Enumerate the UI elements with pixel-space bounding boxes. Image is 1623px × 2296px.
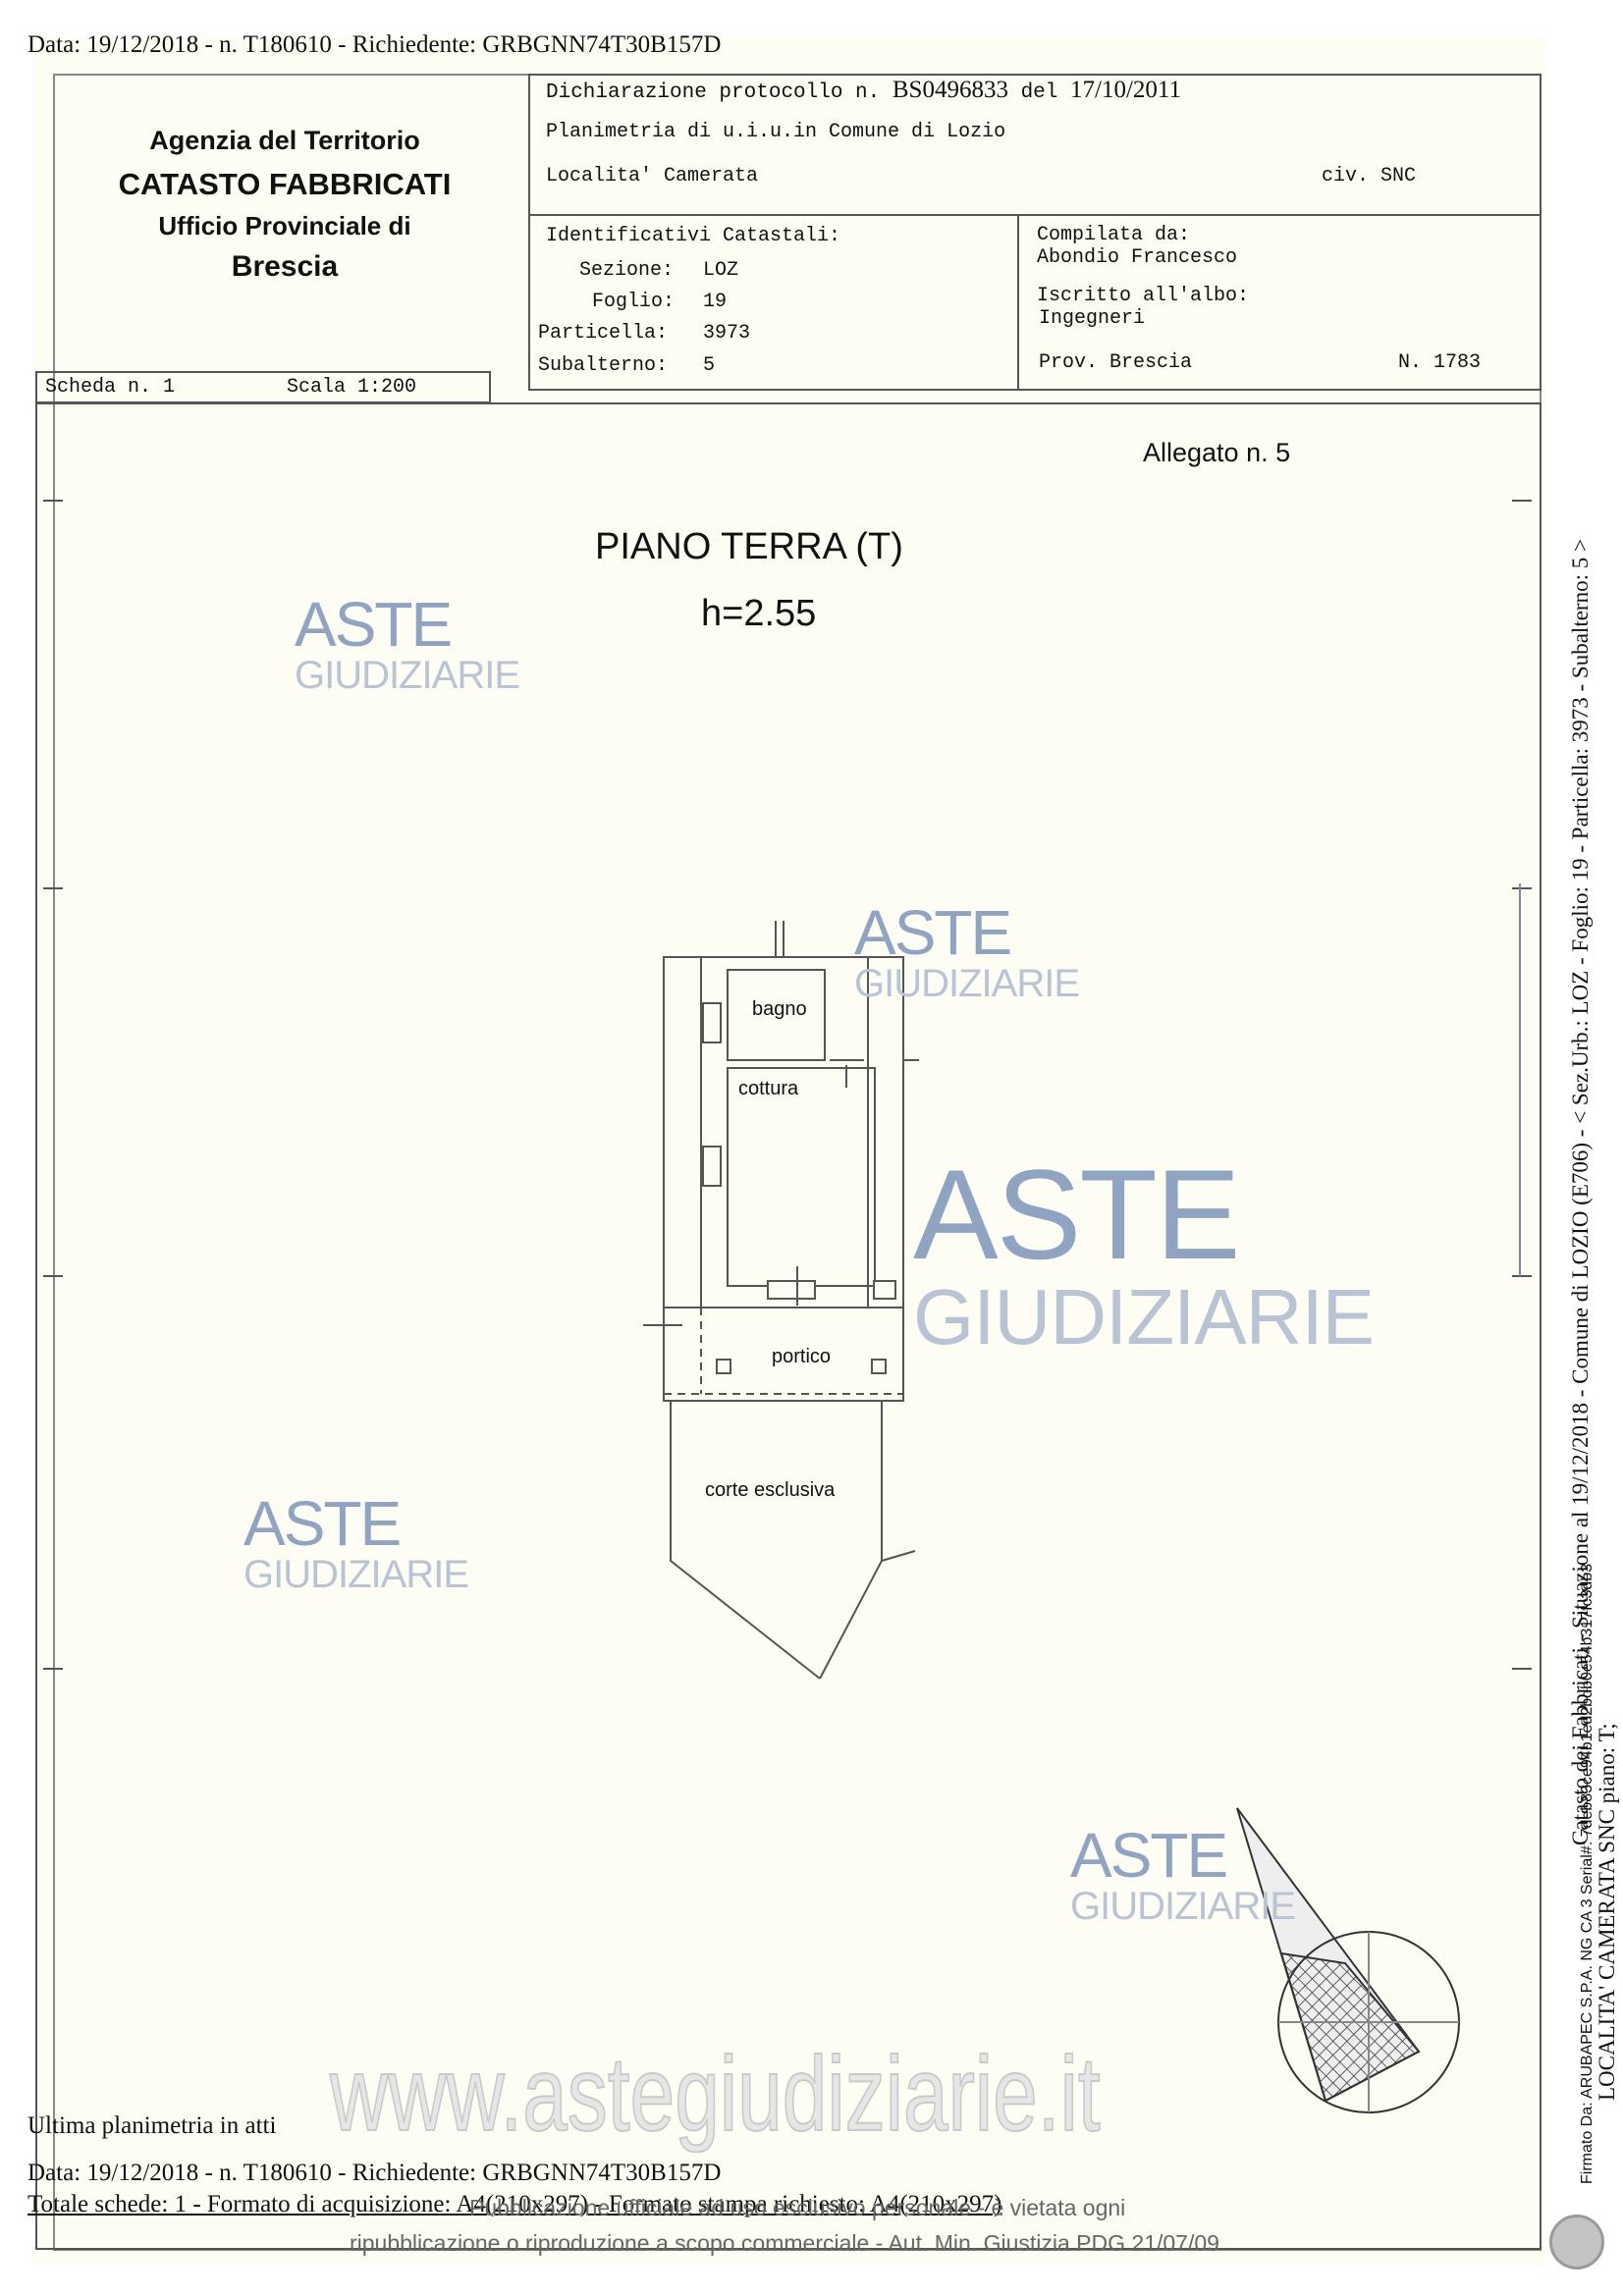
catasto-fabbricati-title: CATASTO FABBRICATI — [118, 167, 452, 201]
watermark-aste-text: ASTE — [243, 1488, 402, 1559]
footer-ultima: Ultima planimetria in atti — [27, 2112, 277, 2139]
room-cottura: cottura — [738, 1078, 799, 1099]
watermark-aste-text: ASTE — [854, 897, 1012, 968]
subalterno-value: 5 — [703, 354, 716, 377]
watermark-aste-text: ASTE — [1070, 1820, 1228, 1891]
watermark-aste-text: ASTE — [913, 1143, 1241, 1286]
protocol-number: BS0496833 — [892, 77, 1008, 103]
compiler-label: Compilata da: — [1037, 224, 1191, 246]
ufficio-provinciale: Ufficio Provinciale di — [158, 211, 411, 240]
watermark-aste-text: ASTE — [295, 589, 453, 660]
provincia: Brescia — [231, 250, 339, 283]
room-portico: portico — [772, 1346, 832, 1367]
footer-data-line: Data: 19/12/2018 - n. T180610 - Richiede… — [27, 2160, 722, 2186]
footer-publication-line-2: ripubblicazione o riproduzione a scopo c… — [350, 2230, 1219, 2256]
particella-label: Particella: — [538, 322, 669, 345]
north-arrow-icon — [1236, 1807, 1460, 2113]
civic-number: civ. SNC — [1322, 165, 1417, 187]
plan-title: PIANO TERRA (T) — [595, 526, 903, 567]
albo-label: Iscritto all'albo: — [1037, 285, 1250, 307]
agency-name: Agenzia del Territorio — [149, 126, 420, 155]
scale-label: Scala 1:200 — [287, 376, 417, 399]
allegato-label: Allegato n. 5 — [1143, 438, 1291, 467]
compiler-province: Prov. Brescia — [1039, 351, 1193, 374]
watermark-giudiziarie-text: GIUDIZIARIE — [243, 1553, 469, 1596]
drawing-frame — [35, 402, 1542, 2250]
protocol-date: 17/10/2011 — [1070, 77, 1181, 103]
plan-height: h=2.55 — [701, 593, 817, 634]
room-bagno: bagno — [752, 998, 807, 1020]
compiler-box — [1017, 214, 1542, 391]
watermark-giudiziarie-text: GIUDIZIARIE — [1070, 1885, 1296, 1928]
aste-watermark: ASTE GIUDIZIARIE — [854, 897, 1080, 1005]
footer-publication-line-1: Pubblicazione ufficiale ad uso esclusivo… — [469, 2195, 1126, 2220]
identifiers-title: Identificativi Catastali: — [546, 225, 841, 247]
sezione-label: Sezione: — [579, 259, 675, 282]
aste-watermark: ASTE GIUDIZIARIE — [243, 1488, 469, 1596]
room-corte-esclusiva: corte esclusiva — [705, 1479, 836, 1501]
foglio-value: 19 — [703, 291, 728, 313]
watermark-giudiziarie-text: GIUDIZIARIE — [913, 1273, 1375, 1361]
protocol-label-text: Dichiarazione protocollo n. — [546, 81, 881, 104]
scheda-label: Scheda n. 1 — [45, 376, 176, 399]
albo-value: Ingegneri — [1039, 307, 1146, 330]
aste-watermark: ASTE GIUDIZIARIE — [1070, 1820, 1296, 1928]
compiler-name: Abondio Francesco — [1037, 246, 1238, 269]
aste-watermark-large: ASTE GIUDIZIARIE — [913, 1143, 1375, 1361]
watermark-giudiziarie-text: GIUDIZIARIE — [854, 962, 1080, 1005]
date-label: del — [1020, 81, 1058, 104]
header-request-line: Data: 19/12/2018 - n. T180610 - Richiede… — [27, 31, 722, 58]
sezione-value: LOZ — [703, 259, 739, 282]
aste-watermark: ASTE GIUDIZIARIE — [295, 589, 520, 697]
footer-totale: Totale schede: 1 - Formato di acquisizio… — [27, 2191, 1002, 2217]
watermark-giudiziarie-text: GIUDIZIARIE — [295, 654, 520, 697]
particella-value: 3973 — [703, 322, 751, 345]
compiler-number: N. 1783 — [1398, 351, 1482, 374]
protocol-label: Dichiarazione protocollo n. BS0496833 de… — [546, 77, 1181, 104]
seal-icon — [1549, 2215, 1604, 2269]
watermark-site-url: www.astegiudiziarie.it — [329, 2033, 1101, 2154]
plan-line: Planimetria di u.i.u.in Comune di Lozio — [546, 121, 1006, 143]
subalterno-label: Subalterno: — [538, 354, 669, 377]
locality: Localita' Camerata — [546, 165, 759, 187]
foglio-label: Foglio: — [592, 291, 676, 313]
